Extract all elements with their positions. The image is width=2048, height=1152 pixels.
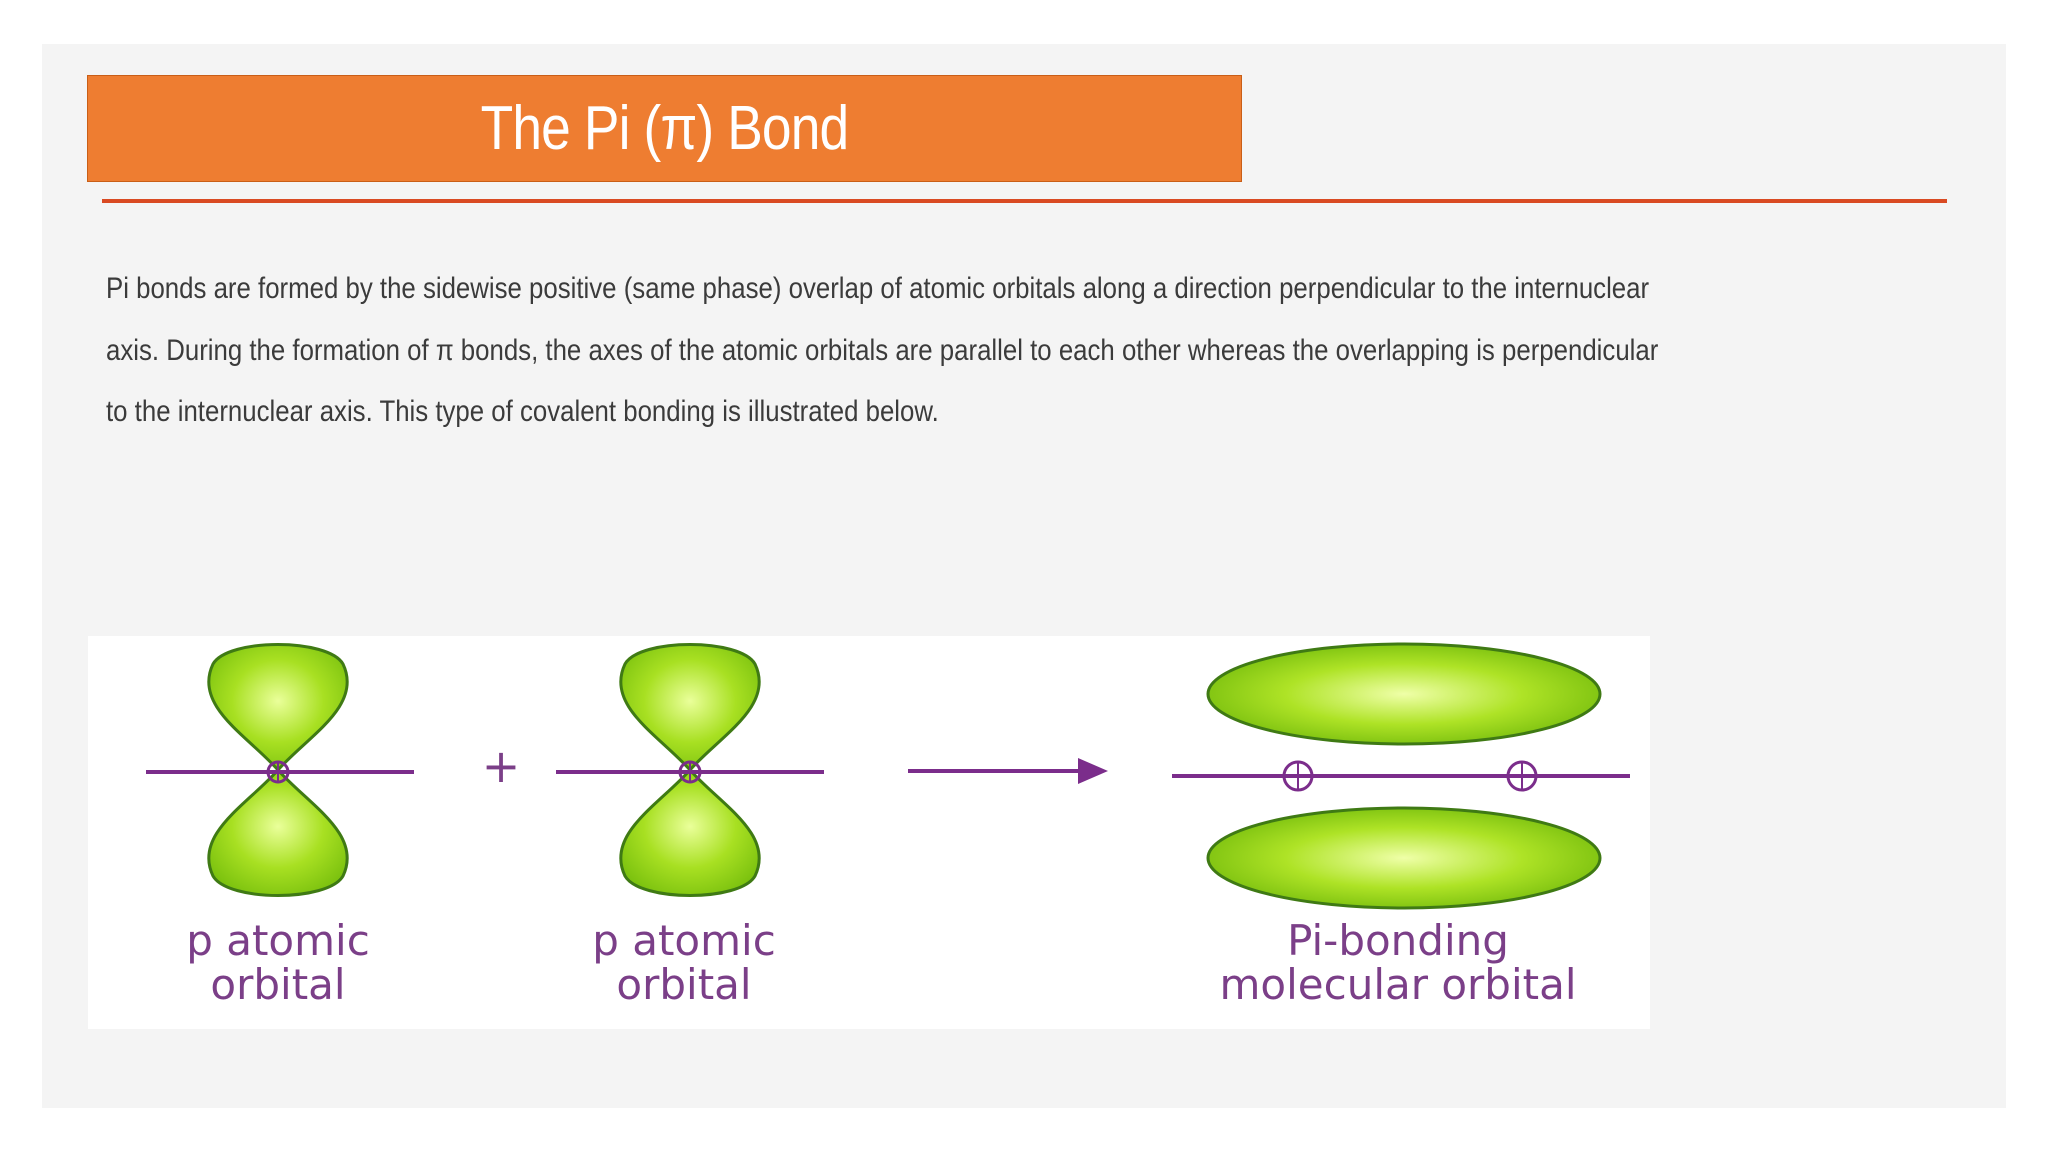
reaction-arrow xyxy=(908,758,1108,784)
upper-lobe xyxy=(207,643,349,773)
paragraph-line: Pi bonds are formed by the sidewise posi… xyxy=(106,272,1650,305)
paragraph-line: to the internuclear axis. This type of c… xyxy=(106,395,939,428)
label-middle-orbital: p atomic orbital xyxy=(592,916,776,1009)
pi-bonding-orbital xyxy=(1172,642,1630,910)
lower-lobe xyxy=(619,767,761,897)
paragraph-line: axis. During the formation of π bonds, t… xyxy=(106,333,1659,367)
title-bar: The Pi (π) Bond xyxy=(87,75,1242,182)
body-paragraph: Pi bonds are formed by the sidewise posi… xyxy=(106,258,1740,443)
plus-sign: + xyxy=(482,739,521,793)
upper-lobe xyxy=(619,643,761,773)
label-pi-bonding: Pi-bonding molecular orbital xyxy=(1219,916,1577,1009)
upper-lobe xyxy=(1206,642,1602,746)
lower-lobe xyxy=(1206,806,1602,910)
label-left-orbital: p atomic orbital xyxy=(186,916,370,1009)
orbital-diagram: + xyxy=(146,642,1630,910)
pi-bond-illustration: + p atomic orbital p atomic xyxy=(88,636,1650,1029)
slide-title: The Pi (π) Bond xyxy=(480,94,850,163)
title-underline xyxy=(102,199,1947,203)
lower-lobe xyxy=(207,767,349,897)
p-orbital-left xyxy=(146,643,414,897)
p-orbital-middle xyxy=(556,643,824,897)
